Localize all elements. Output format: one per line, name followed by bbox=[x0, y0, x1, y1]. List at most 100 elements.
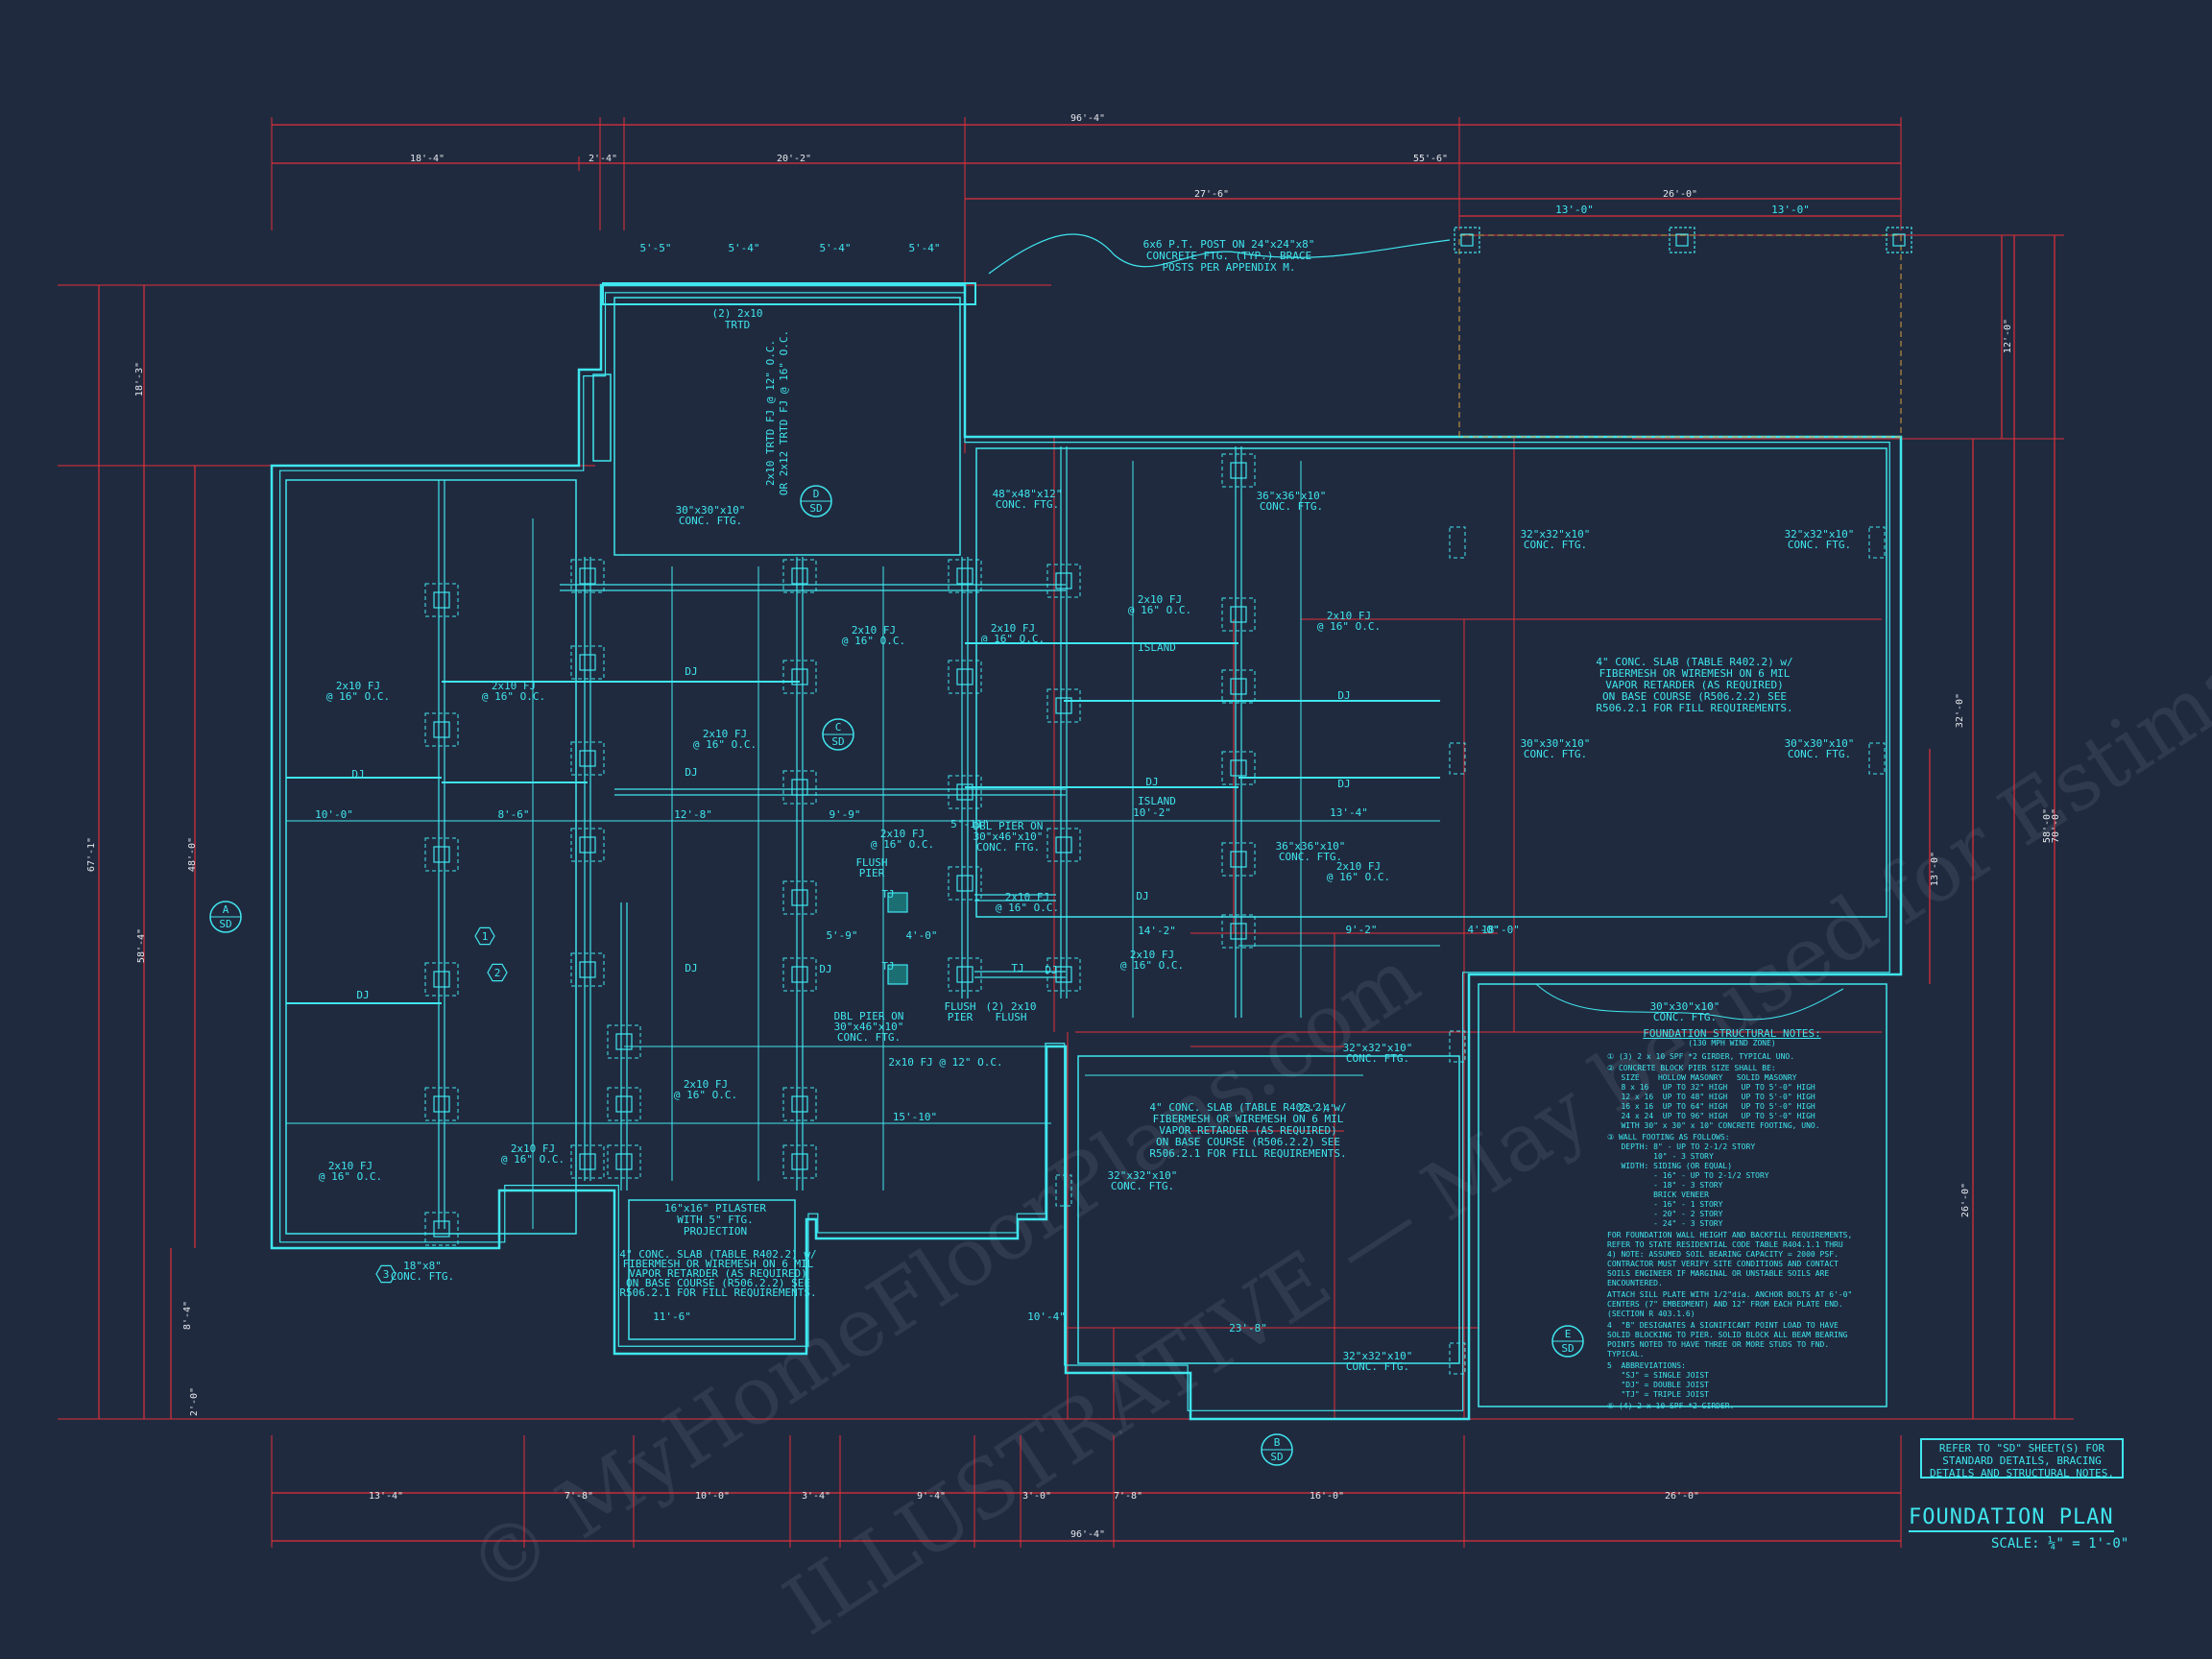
block-pier bbox=[791, 1153, 808, 1170]
footing-label: 32"x32"x10" bbox=[1343, 1350, 1413, 1362]
interior-dimension: 10'-0" bbox=[315, 808, 353, 821]
block-pier bbox=[1230, 678, 1247, 695]
double-joist-label: DJ bbox=[819, 963, 831, 975]
interior-dimension: 14'-2" bbox=[1138, 925, 1176, 937]
floor-joist-label: @ 16" O.C. bbox=[1120, 959, 1184, 972]
pier-footing bbox=[570, 828, 605, 862]
notes-list: ① (3) 2 x 10 SPF *2 GIRDER, TYPICAL UNO.… bbox=[1607, 1052, 1857, 1411]
block-pier bbox=[615, 1033, 633, 1050]
pier-footing bbox=[607, 1087, 641, 1121]
refer-note-box: REFER TO "SD" SHEET(S) FOR STANDARD DETA… bbox=[1920, 1438, 2124, 1479]
slab-note: 4" CONC. SLAB (TABLE R402.2) w/ bbox=[1596, 656, 1792, 668]
floor-joist-label: 2x10 FJ bbox=[1336, 860, 1381, 873]
dimension-text: 12'-0" bbox=[2003, 319, 2013, 353]
pier-footing bbox=[570, 741, 605, 776]
floor-joist-label: 2x10 FJ bbox=[852, 624, 896, 637]
double-pier-label: 30"x46"x10" bbox=[974, 830, 1044, 843]
block-pier bbox=[1230, 923, 1247, 940]
pier-footing bbox=[782, 770, 817, 805]
double-joist-label: DJ bbox=[1136, 890, 1148, 902]
flush-beam-label: (2) 2x10 bbox=[986, 1000, 1037, 1013]
slab-note: ON BASE COURSE (R506.2.2) SEE bbox=[1602, 690, 1787, 703]
block-pier bbox=[956, 875, 974, 892]
block-pier bbox=[433, 721, 450, 738]
interior-dimension: 9'-9" bbox=[829, 808, 860, 821]
pier-footing bbox=[570, 1144, 605, 1179]
interior-dimension: 13'-4" bbox=[1330, 806, 1368, 819]
pilaster-label: PROJECTION bbox=[684, 1225, 747, 1238]
footing-label: CONC. FTG. bbox=[1346, 1360, 1409, 1373]
dimension-text: 13'-0" bbox=[1930, 852, 1940, 886]
porch-post-footing bbox=[1669, 227, 1695, 253]
floor-joist-label: @ 16" O.C. bbox=[693, 738, 757, 751]
slab-note: FIBERMESH OR WIREMESH ON 6 MIL bbox=[623, 1258, 814, 1270]
footing-label: 36"x36"x10" bbox=[1257, 490, 1327, 502]
footing-label: CONC. FTG. bbox=[1524, 748, 1587, 760]
pier-footing bbox=[948, 775, 982, 809]
slab-note: VAPOR RETARDER (AS REQUIRED) bbox=[629, 1267, 806, 1280]
wall-footing-pad bbox=[1868, 742, 1886, 775]
slab-note: R506.2.1 FOR FILL REQUIREMENTS. bbox=[1596, 702, 1792, 714]
foundation-wall-segment bbox=[1077, 1055, 1460, 1364]
pier-footing bbox=[782, 1087, 817, 1121]
dimension-text: 3'-0" bbox=[1022, 1491, 1051, 1502]
floor-joist-label: 2x10 FJ bbox=[703, 728, 747, 740]
interior-dimension: 18'-0" bbox=[1481, 924, 1520, 936]
dimension-text: 20'-2" bbox=[777, 154, 811, 164]
block-pier bbox=[791, 668, 808, 685]
block-pier bbox=[579, 750, 596, 767]
dimension-text: 5'-5" bbox=[639, 242, 671, 254]
pier-footing bbox=[424, 837, 459, 872]
structural-note-item: ① (3) 2 x 10 SPF *2 GIRDER, TYPICAL UNO. bbox=[1607, 1052, 1795, 1061]
dimension-text: 5'-4" bbox=[819, 242, 851, 254]
dimension-text: 13'-0" bbox=[1555, 204, 1594, 216]
pier-footing bbox=[1046, 564, 1081, 598]
block-pier bbox=[1230, 606, 1247, 623]
refer-note-line: REFER TO "SD" SHEET(S) FOR bbox=[1938, 1442, 2105, 1455]
porch-outline bbox=[1458, 234, 1902, 438]
block-pier bbox=[579, 961, 596, 978]
block-pier bbox=[956, 783, 974, 801]
dimension-text: 70'-0" bbox=[2051, 808, 2061, 843]
pier-footing bbox=[1046, 828, 1081, 862]
porch-post bbox=[1892, 233, 1906, 247]
pier-footing bbox=[948, 660, 982, 694]
notes-title: FOUNDATION STRUCTURAL NOTES: bbox=[1643, 1027, 1821, 1040]
footing-label: CONC. FTG. bbox=[1279, 851, 1342, 863]
block-pier bbox=[1055, 966, 1072, 983]
dimension-text: 10'-0" bbox=[695, 1491, 730, 1502]
floor-joist-label: @ 16" O.C. bbox=[981, 633, 1045, 645]
footing-label: CONC. FTG. bbox=[996, 498, 1059, 511]
pier-footing bbox=[570, 559, 605, 593]
block-pier bbox=[433, 1220, 450, 1238]
pier-footing bbox=[570, 645, 605, 680]
pier-footing bbox=[1221, 597, 1256, 632]
girders-and-piers bbox=[424, 446, 1886, 1375]
interior-dimension: 4'-0" bbox=[905, 929, 937, 942]
flush-pier-label: PIER bbox=[948, 1011, 974, 1023]
flush-pier-label: FLUSH bbox=[944, 1000, 975, 1013]
slab-note: R506.2.1 FOR FILL REQUIREMENTS. bbox=[619, 1286, 816, 1299]
callout-number: 2 bbox=[494, 967, 501, 979]
slab-note: VAPOR RETARDER (AS REQUIRED) bbox=[1159, 1124, 1336, 1137]
double-joist-label: DJ bbox=[1337, 778, 1350, 790]
callout-hexagon bbox=[375, 1264, 397, 1284]
double-joist-label: DJ bbox=[356, 989, 369, 1001]
block-pier bbox=[791, 889, 808, 906]
dimension-text: 96'-4" bbox=[1070, 113, 1105, 124]
double-joist-label: DJ bbox=[1145, 776, 1158, 788]
dimension-text: 2'-4" bbox=[589, 154, 617, 164]
callout-number: 3 bbox=[383, 1268, 390, 1281]
footing-label: CONC. FTG. bbox=[1788, 748, 1851, 760]
floor-joist-label: @ 16" O.C. bbox=[482, 690, 545, 703]
flush-beam-label: FLUSH bbox=[995, 1011, 1026, 1023]
slab-note: ON BASE COURSE (R506.2.2) SEE bbox=[1156, 1136, 1340, 1148]
interior-dimension: 10'-2" bbox=[1133, 806, 1171, 819]
structural-note-item: ② CONCRETE BLOCK PIER SIZE SHALL BE: SIZ… bbox=[1607, 1064, 1820, 1130]
dimension-text: 48'-0" bbox=[187, 837, 198, 872]
dimension-text: 96'-4" bbox=[1070, 1529, 1105, 1540]
notes-subtitle: (130 MPH WIND ZONE) bbox=[1688, 1039, 1776, 1047]
slab-note: 4" CONC. SLAB (TABLE R402.2) w/ bbox=[1149, 1101, 1346, 1114]
double-pier-label: DBL PIER ON bbox=[834, 1010, 904, 1022]
